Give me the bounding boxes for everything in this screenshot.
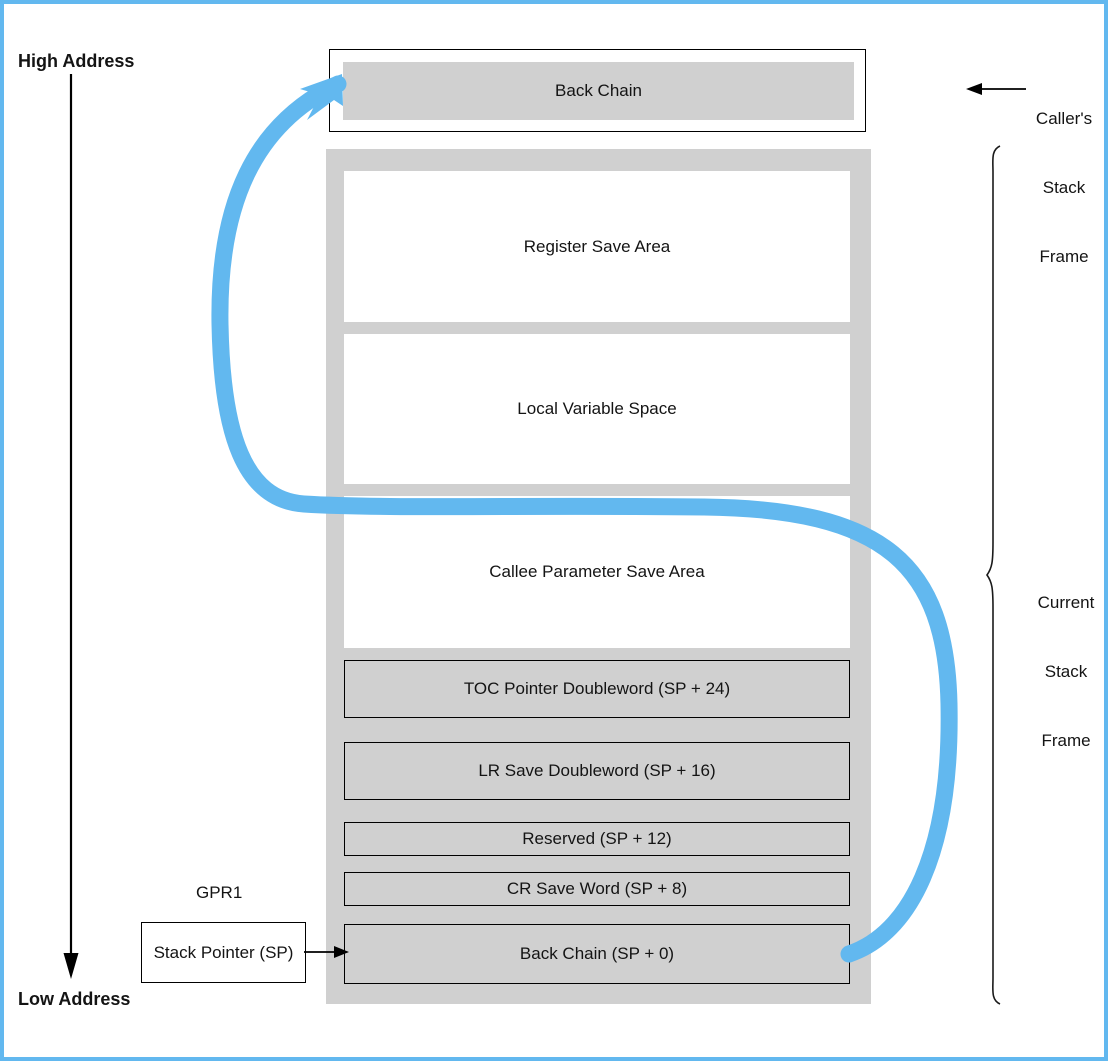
callers-frame-arrow: [966, 76, 1026, 102]
gpr1-label: GPR1: [196, 883, 243, 902]
slot-back-chain-sp-0: Back Chain (SP + 0): [344, 924, 850, 984]
slot-local-variable-space: Local Variable Space: [344, 334, 850, 484]
slot-register-save-area: Register Save Area: [344, 171, 850, 322]
slot-cr-save-word: CR Save Word (SP + 8): [344, 872, 850, 906]
callers-label-line-1: Caller's: [1035, 109, 1093, 128]
high-address-label: High Address: [18, 51, 135, 71]
address-direction-arrow: [54, 74, 90, 980]
current-label-line-2: Stack: [1044, 662, 1088, 681]
caller-stack-frame: Back Chain: [329, 49, 866, 132]
current-stack-frame: Register Save Area Local Variable Space …: [326, 149, 871, 1004]
slot-toc-pointer-doubleword: TOC Pointer Doubleword (SP + 24): [344, 660, 850, 718]
slot-reserved: Reserved (SP + 12): [344, 822, 850, 856]
current-stack-frame-label: Current Stack Frame: [1026, 545, 1104, 798]
current-stack-frame-brace: [986, 144, 1016, 1006]
callers-label-line-3: Frame: [1039, 247, 1089, 266]
callers-stack-frame-label: Caller's Stack Frame: [1026, 61, 1102, 314]
slot-back-chain: Back Chain: [343, 62, 854, 120]
slot-lr-save-doubleword: LR Save Doubleword (SP + 16): [344, 742, 850, 800]
stack-pointer-arrow: [304, 936, 350, 968]
current-label-line-3: Frame: [1041, 731, 1091, 750]
low-address-label: Low Address: [18, 989, 131, 1009]
current-label-line-1: Current: [1037, 593, 1095, 612]
stack-pointer-box: Stack Pointer (SP): [141, 922, 306, 983]
slot-callee-parameter-save-area: Callee Parameter Save Area: [344, 496, 850, 648]
callers-label-line-2: Stack: [1042, 178, 1086, 197]
